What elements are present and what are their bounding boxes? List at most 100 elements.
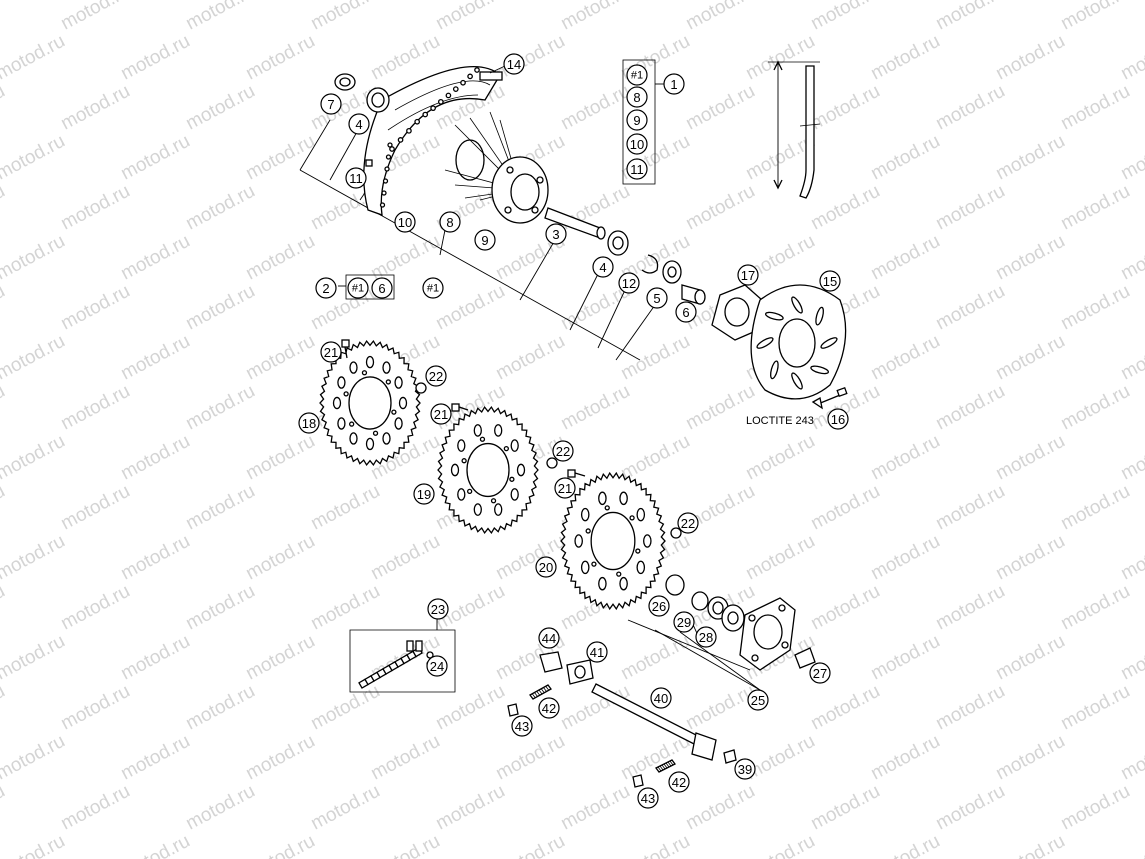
wheel-bearing-right [607,230,629,256]
watermark-text: motod.ru [1117,131,1145,185]
callout-number: 2 [322,281,329,296]
watermark-text: motod.ru [807,0,883,34]
callout-h1c: #1 [626,64,648,86]
callout-number: 3 [552,227,559,242]
callout-c7: 7 [320,93,342,115]
watermark-text: motod.ru [932,681,1008,735]
sprocket-nut [670,527,682,539]
callout-c10a: 10 [394,211,416,233]
callout-c21c: 21 [554,477,576,499]
watermark-text: motod.ru [117,531,193,585]
callout-number: 7 [327,97,334,112]
callout-number: 4 [355,117,362,132]
callout-number: 1 [670,77,677,92]
callout-number: 42 [672,775,686,790]
watermark-text: motod.ru [742,531,818,585]
watermark-text: motod.ru [742,431,818,485]
sprocket-nut [546,457,558,469]
callout-number: 16 [831,412,845,427]
watermark-text: motod.ru [742,731,818,785]
watermark-text: motod.ru [367,531,443,585]
watermark-text: motod.ru [0,0,9,34]
watermark-text: motod.ru [0,431,69,485]
watermark-text: motod.ru [492,831,568,859]
watermark-text: motod.ru [807,181,883,235]
callout-number: 40 [654,691,668,706]
callout-number: 10 [630,137,644,152]
watermark-text: motod.ru [682,681,758,735]
watermark-text: motod.ru [807,481,883,535]
axle-clamp-piece [723,749,737,764]
watermark-text: motod.ru [182,581,258,635]
watermark-text: motod.ru [932,281,1008,335]
watermark-text: motod.ru [1117,531,1145,585]
callout-number: 20 [539,560,553,575]
watermark-text: motod.ru [867,131,943,185]
callout-c14: 14 [503,53,525,75]
watermark-text: motod.ru [432,681,508,735]
watermark-text: motod.ru [682,81,758,135]
watermark-text: motod.ru [0,781,9,835]
watermark-text: motod.ru [1117,31,1145,85]
callout-c24: 24 [426,655,448,677]
callout-c10b: 10 [626,133,648,155]
watermark-text: motod.ru [1117,231,1145,285]
callout-c26: 26 [648,595,670,617]
callout-number: 23 [431,602,445,617]
watermark-text: motod.ru [0,581,9,635]
callout-number: 21 [434,407,448,422]
watermark-text: motod.ru [0,231,69,285]
sprocket-bolt [567,469,586,478]
rear-sprocket-2 [437,405,539,535]
watermark-text: motod.ru [242,531,318,585]
watermark-text: motod.ru [1117,431,1145,485]
watermark-text: motod.ru [682,181,758,235]
callout-c29: 29 [673,611,695,633]
callout-c43a: 43 [511,715,533,737]
watermark-text: motod.ru [57,481,133,535]
callout-number: 4 [599,260,606,275]
watermark-text: motod.ru [182,681,258,735]
callout-number: 41 [590,645,604,660]
spacer-right [681,284,706,305]
circlip [641,254,659,274]
watermark-text: motod.ru [617,331,693,385]
watermark-text: motod.ru [932,781,1008,835]
adjuster-screw [529,684,552,700]
callout-number: 39 [738,762,752,777]
watermark-text: motod.ru [182,0,258,34]
watermark-text: motod.ru [1057,181,1133,235]
adjuster-nut [632,774,644,788]
kit-box-2 [338,274,395,300]
callout-number: 25 [751,693,765,708]
callout-c8a: 8 [439,211,461,233]
watermark-text: motod.ru [117,231,193,285]
watermark-text: motod.ru [432,0,508,34]
watermark-text: motod.ru [367,831,443,859]
watermark-text: motod.ru [117,631,193,685]
watermark-text: motod.ru [867,631,943,685]
callout-number: 29 [677,615,691,630]
callout-c22b: 22 [552,440,574,462]
watermark-text: motod.ru [742,831,818,859]
callout-c22a: 22 [425,365,447,387]
callout-number: 8 [446,215,453,230]
watermark-text: motod.ru [57,781,133,835]
adjuster-screw [655,759,676,773]
callout-number: 26 [652,599,666,614]
callout-c15: 15 [819,270,841,292]
watermark-text: motod.ru [492,731,568,785]
callout-number: 22 [429,369,443,384]
watermark-text: motod.ru [932,81,1008,135]
callout-c20: 20 [535,556,557,578]
watermark-text: motod.ru [867,431,943,485]
callout-c9a: 9 [474,229,496,251]
watermark-text: motod.ru [992,731,1068,785]
callout-number: 8 [633,90,640,105]
callout-c43b: 43 [637,787,659,809]
watermark-text: motod.ru [307,481,383,535]
wheel-rim [363,66,503,216]
callout-c22c: 22 [677,512,699,534]
callout-c40: 40 [650,687,672,709]
callout-number: 6 [682,305,689,320]
